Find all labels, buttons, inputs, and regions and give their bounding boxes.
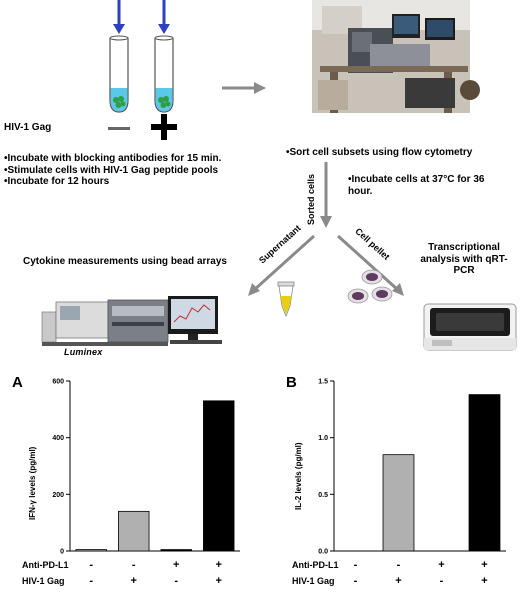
- cytokine-measurement-label: Cytokine measurements using bead arrays: [23, 256, 227, 267]
- panel-letter-a: A: [12, 374, 23, 391]
- chart-b-bar-2: [382, 454, 415, 552]
- chart-a-bar-3: [160, 549, 192, 552]
- chart-a-anti-pd-l1-sign: -: [89, 559, 94, 571]
- blue-arrow-icon-2: [158, 0, 170, 34]
- blue-arrow-icon-1: [113, 0, 125, 34]
- test-tube-icon-2: [154, 35, 174, 113]
- chart-a-hiv-gag-sign: -: [174, 575, 179, 587]
- chart-b-tick-label: 1.0: [318, 435, 328, 442]
- chart-b-tick-label: 0.5: [318, 492, 328, 499]
- flow-arrow-icon-right: [222, 82, 266, 94]
- step-item: •Stimulate cells with HIV-1 Gag peptide …: [4, 164, 219, 176]
- qrt-pcr-instrument-image: [423, 303, 517, 351]
- chart-a-hiv-gag-sign: +: [130, 575, 137, 587]
- chart-a-tick-label: 200: [52, 492, 64, 499]
- chart-b-hiv-gag-sign: -: [439, 575, 444, 587]
- chart-a-tick-label: 400: [52, 435, 64, 442]
- flow-cytometer-image: [312, 0, 480, 113]
- step-item: •Incubate for 12 hours: [4, 176, 110, 187]
- chart-a-hiv-gag-sign: -: [89, 575, 94, 587]
- luminex-logo: Luminex: [64, 347, 103, 357]
- steps-left: •Incubate with blocking antibodies for 1…: [4, 153, 254, 188]
- condition-label-anti-pd-l1-a: Anti-PD-L1: [22, 560, 69, 570]
- chart-b-anti-pd-l1-sign: -: [396, 559, 401, 571]
- chart-b-anti-pd-l1-sign: +: [438, 559, 445, 571]
- flow-arrow-icon-right-down: [336, 234, 404, 296]
- chart-a-anti-pd-l1-sign: +: [215, 559, 222, 571]
- chart-a-anti-pd-l1-sign: -: [131, 559, 136, 571]
- chart-b-bar-4: [468, 394, 501, 552]
- chart-a-tick-label: 0: [60, 549, 64, 556]
- transcriptional-analysis-label: Transcriptional analysis with qRT-PCR: [420, 242, 508, 276]
- chart-a-anti-pd-l1-sign: +: [173, 559, 180, 571]
- plus-sign-icon: [148, 112, 182, 146]
- cell-pellet-image: [347, 269, 393, 304]
- chart-b-tick-label: 1.5: [318, 379, 328, 386]
- test-tube-icon-1: [109, 35, 129, 113]
- panel-letter-b: B: [286, 374, 297, 391]
- flow-arrow-icon-down: [320, 162, 332, 228]
- minus-sign: [108, 127, 130, 130]
- chart-b-anti-pd-l1-sign: -: [353, 559, 358, 571]
- sort-step: •Sort cell subsets using flow cytometry: [286, 147, 473, 158]
- condition-label-anti-pd-l1-b: Anti-PD-L1: [292, 560, 339, 570]
- chart-a-hiv-gag-sign: +: [215, 575, 222, 587]
- chart-b-anti-pd-l1-sign: +: [481, 559, 488, 571]
- eppendorf-tube-icon: [277, 281, 295, 318]
- chart-b-tick-label: 0.0: [318, 549, 328, 556]
- incubate-step: •Incubate cells at 37°C for 36 hour.: [348, 174, 485, 197]
- chart-a-bar-1: [75, 549, 107, 552]
- condition-label-hiv-gag-b: HIV-1 Gag: [292, 576, 335, 586]
- flow-arrow-icon-left-down: [248, 234, 316, 296]
- chart-b-hiv-gag-sign: +: [395, 575, 402, 587]
- luminex-instrument-image: [41, 296, 222, 346]
- chart-b-hiv-gag-sign: +: [481, 575, 488, 587]
- chart-b-hiv-gag-sign: -: [353, 575, 358, 587]
- condition-label-hiv-gag-a: HIV-1 Gag: [22, 576, 65, 586]
- chart-a-bar-2: [118, 510, 150, 552]
- chart-a-tick-label: 600: [52, 379, 64, 386]
- step-item: •Incubate with blocking antibodies for 1…: [4, 153, 222, 164]
- hiv-gag-label: HIV-1 Gag: [4, 122, 52, 133]
- chart-a-bar-4: [203, 400, 235, 552]
